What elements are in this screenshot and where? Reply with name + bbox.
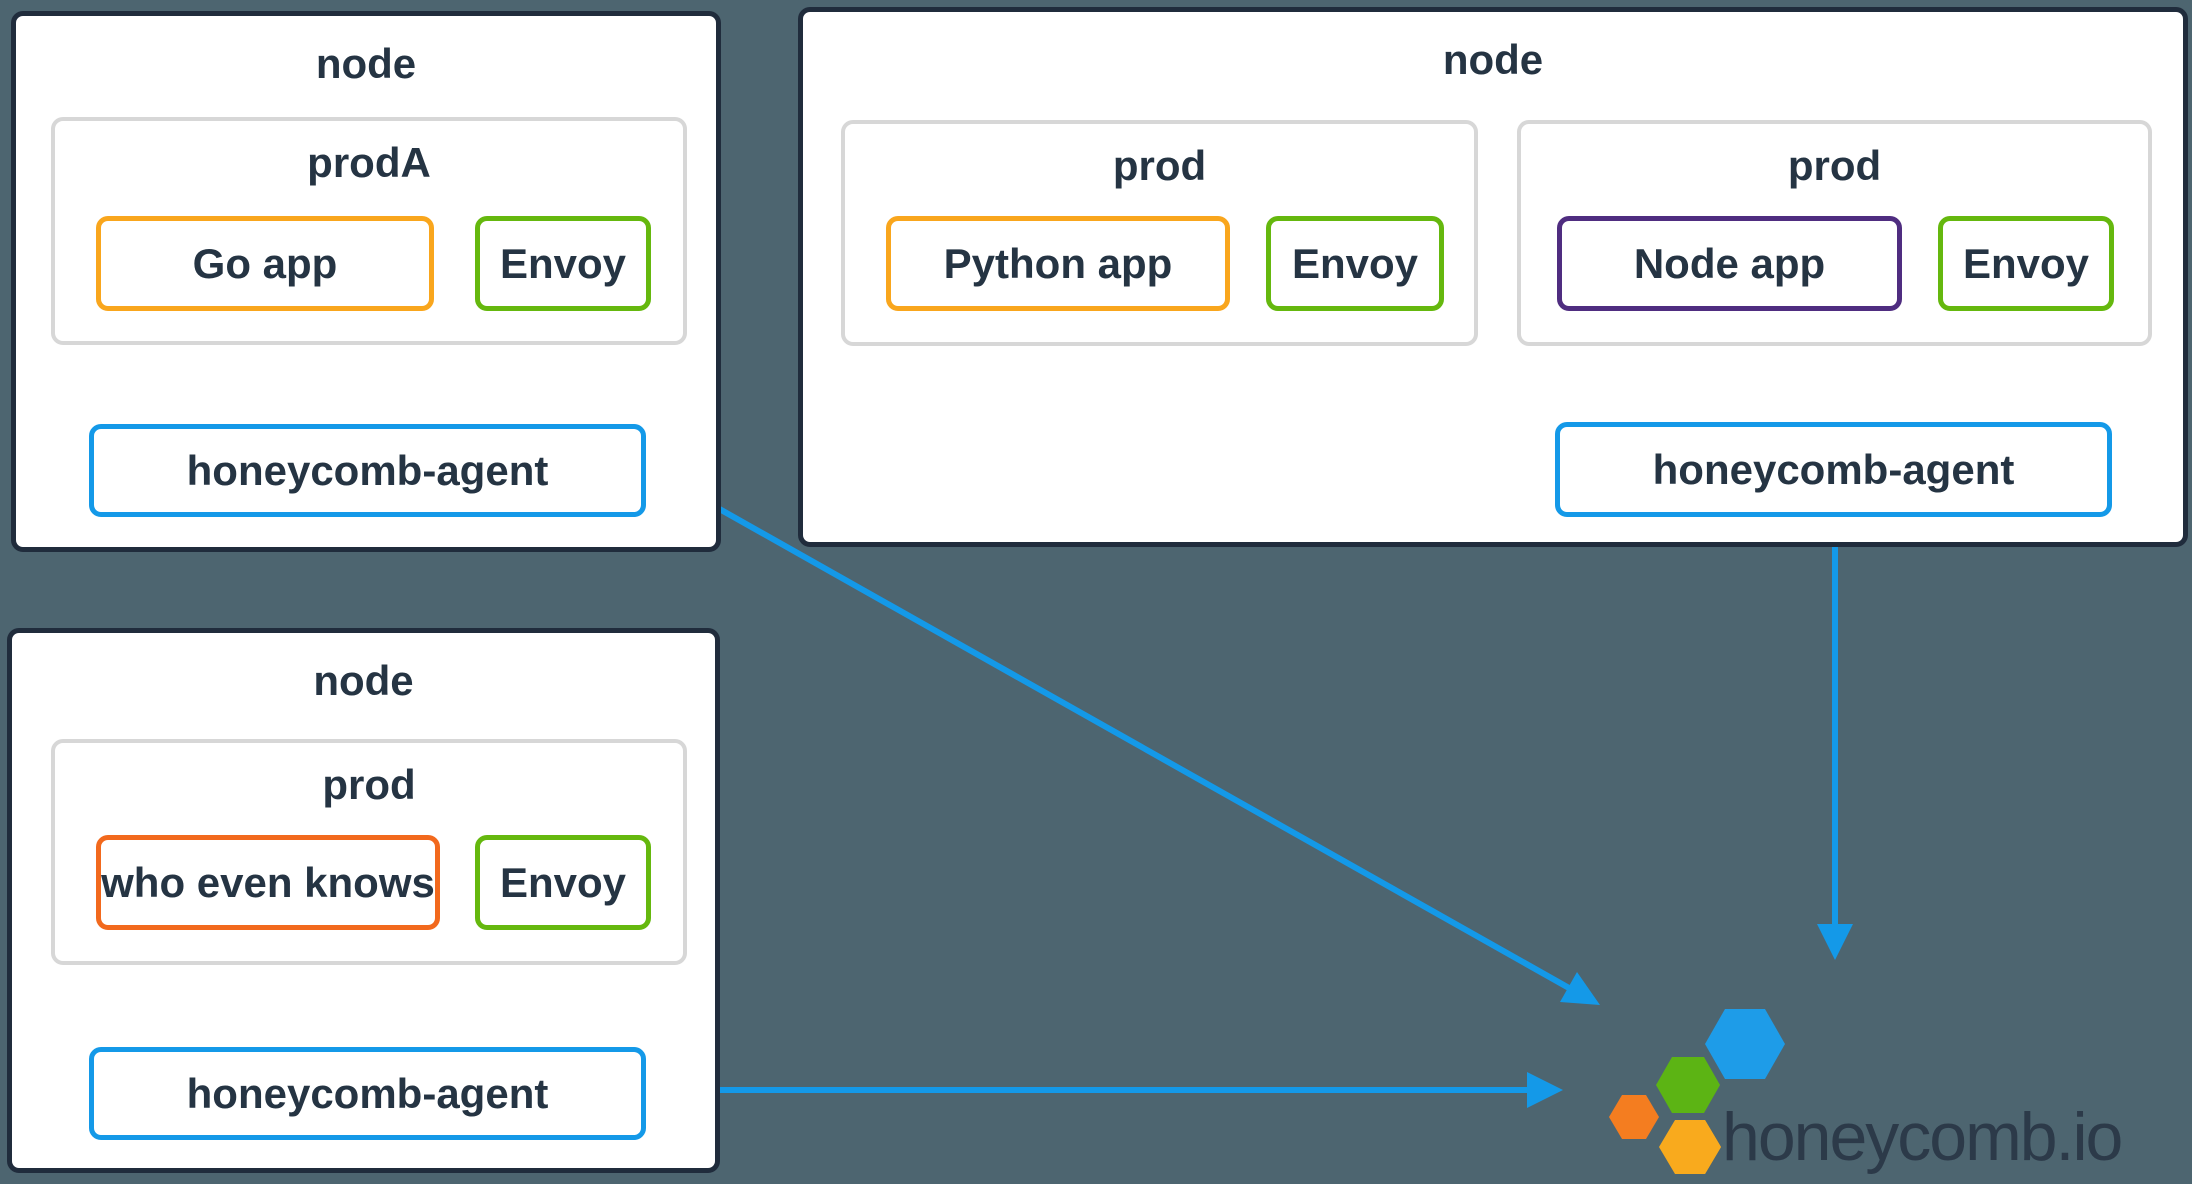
- agent-box: honeycomb-agent: [89, 1047, 646, 1140]
- arrow-agent2-head: [1817, 924, 1853, 960]
- agent-label: honeycomb-agent: [186, 1069, 549, 1117]
- app-label: Node app: [1633, 239, 1826, 287]
- app-label: who even knows: [101, 858, 435, 906]
- app-label: Envoy: [499, 858, 627, 906]
- app-box-go-app: Go app: [96, 216, 434, 311]
- node-box-top-right: node prod Python app Envoy prod Node app…: [798, 7, 2188, 547]
- app-label: Envoy: [1291, 239, 1419, 287]
- pod-prodA: prodA Go app Envoy: [51, 117, 687, 345]
- app-box-envoy: Envoy: [1938, 216, 2114, 311]
- node-title: node: [1442, 36, 1544, 83]
- app-box-envoy: Envoy: [1266, 216, 1444, 311]
- honeycomb-logo-text: honeycomb.io: [1722, 1099, 2123, 1175]
- agent-box: honeycomb-agent: [1555, 422, 2112, 517]
- agent-label: honeycomb-agent: [1652, 445, 2015, 493]
- app-label: Envoy: [499, 239, 627, 287]
- hex-green: [1656, 1057, 1720, 1113]
- pod-prod-python: prod Python app Envoy: [841, 120, 1478, 346]
- pod-title: prodA: [307, 139, 431, 186]
- node-box-bottom-left: node prod who even knows Envoy honeycomb…: [7, 628, 720, 1173]
- arrow-agent3-head: [1527, 1072, 1563, 1108]
- pod-title: prod: [1112, 142, 1207, 189]
- hex-orange: [1609, 1095, 1659, 1139]
- pod-title: prod: [1787, 142, 1882, 189]
- pod-prod-unknown: prod who even knows Envoy: [51, 739, 687, 965]
- app-label: Envoy: [1962, 239, 2090, 287]
- hex-blue: [1705, 1009, 1785, 1079]
- hex-yellow-fill: [1659, 1120, 1721, 1174]
- pod-title: prod: [322, 761, 416, 808]
- app-box-envoy: Envoy: [475, 835, 651, 930]
- app-box-node-app: Node app: [1557, 216, 1902, 311]
- node-title: node: [313, 657, 414, 704]
- app-box-envoy: Envoy: [475, 216, 651, 311]
- agent-box: honeycomb-agent: [89, 424, 646, 517]
- app-box-python-app: Python app: [886, 216, 1230, 311]
- app-label: Go app: [192, 239, 338, 287]
- arrow-agent1-head: [1560, 972, 1600, 1005]
- agent-label: honeycomb-agent: [186, 446, 549, 494]
- app-label: Python app: [943, 239, 1173, 287]
- pod-prod-node: prod Node app Envoy: [1517, 120, 2152, 346]
- app-box-who-even-knows: who even knows: [96, 835, 440, 930]
- node-title: node: [315, 40, 417, 87]
- node-box-top-left: node prodA Go app Envoy honeycomb-agent: [11, 11, 721, 552]
- hex-yellow: [1659, 1120, 1721, 1174]
